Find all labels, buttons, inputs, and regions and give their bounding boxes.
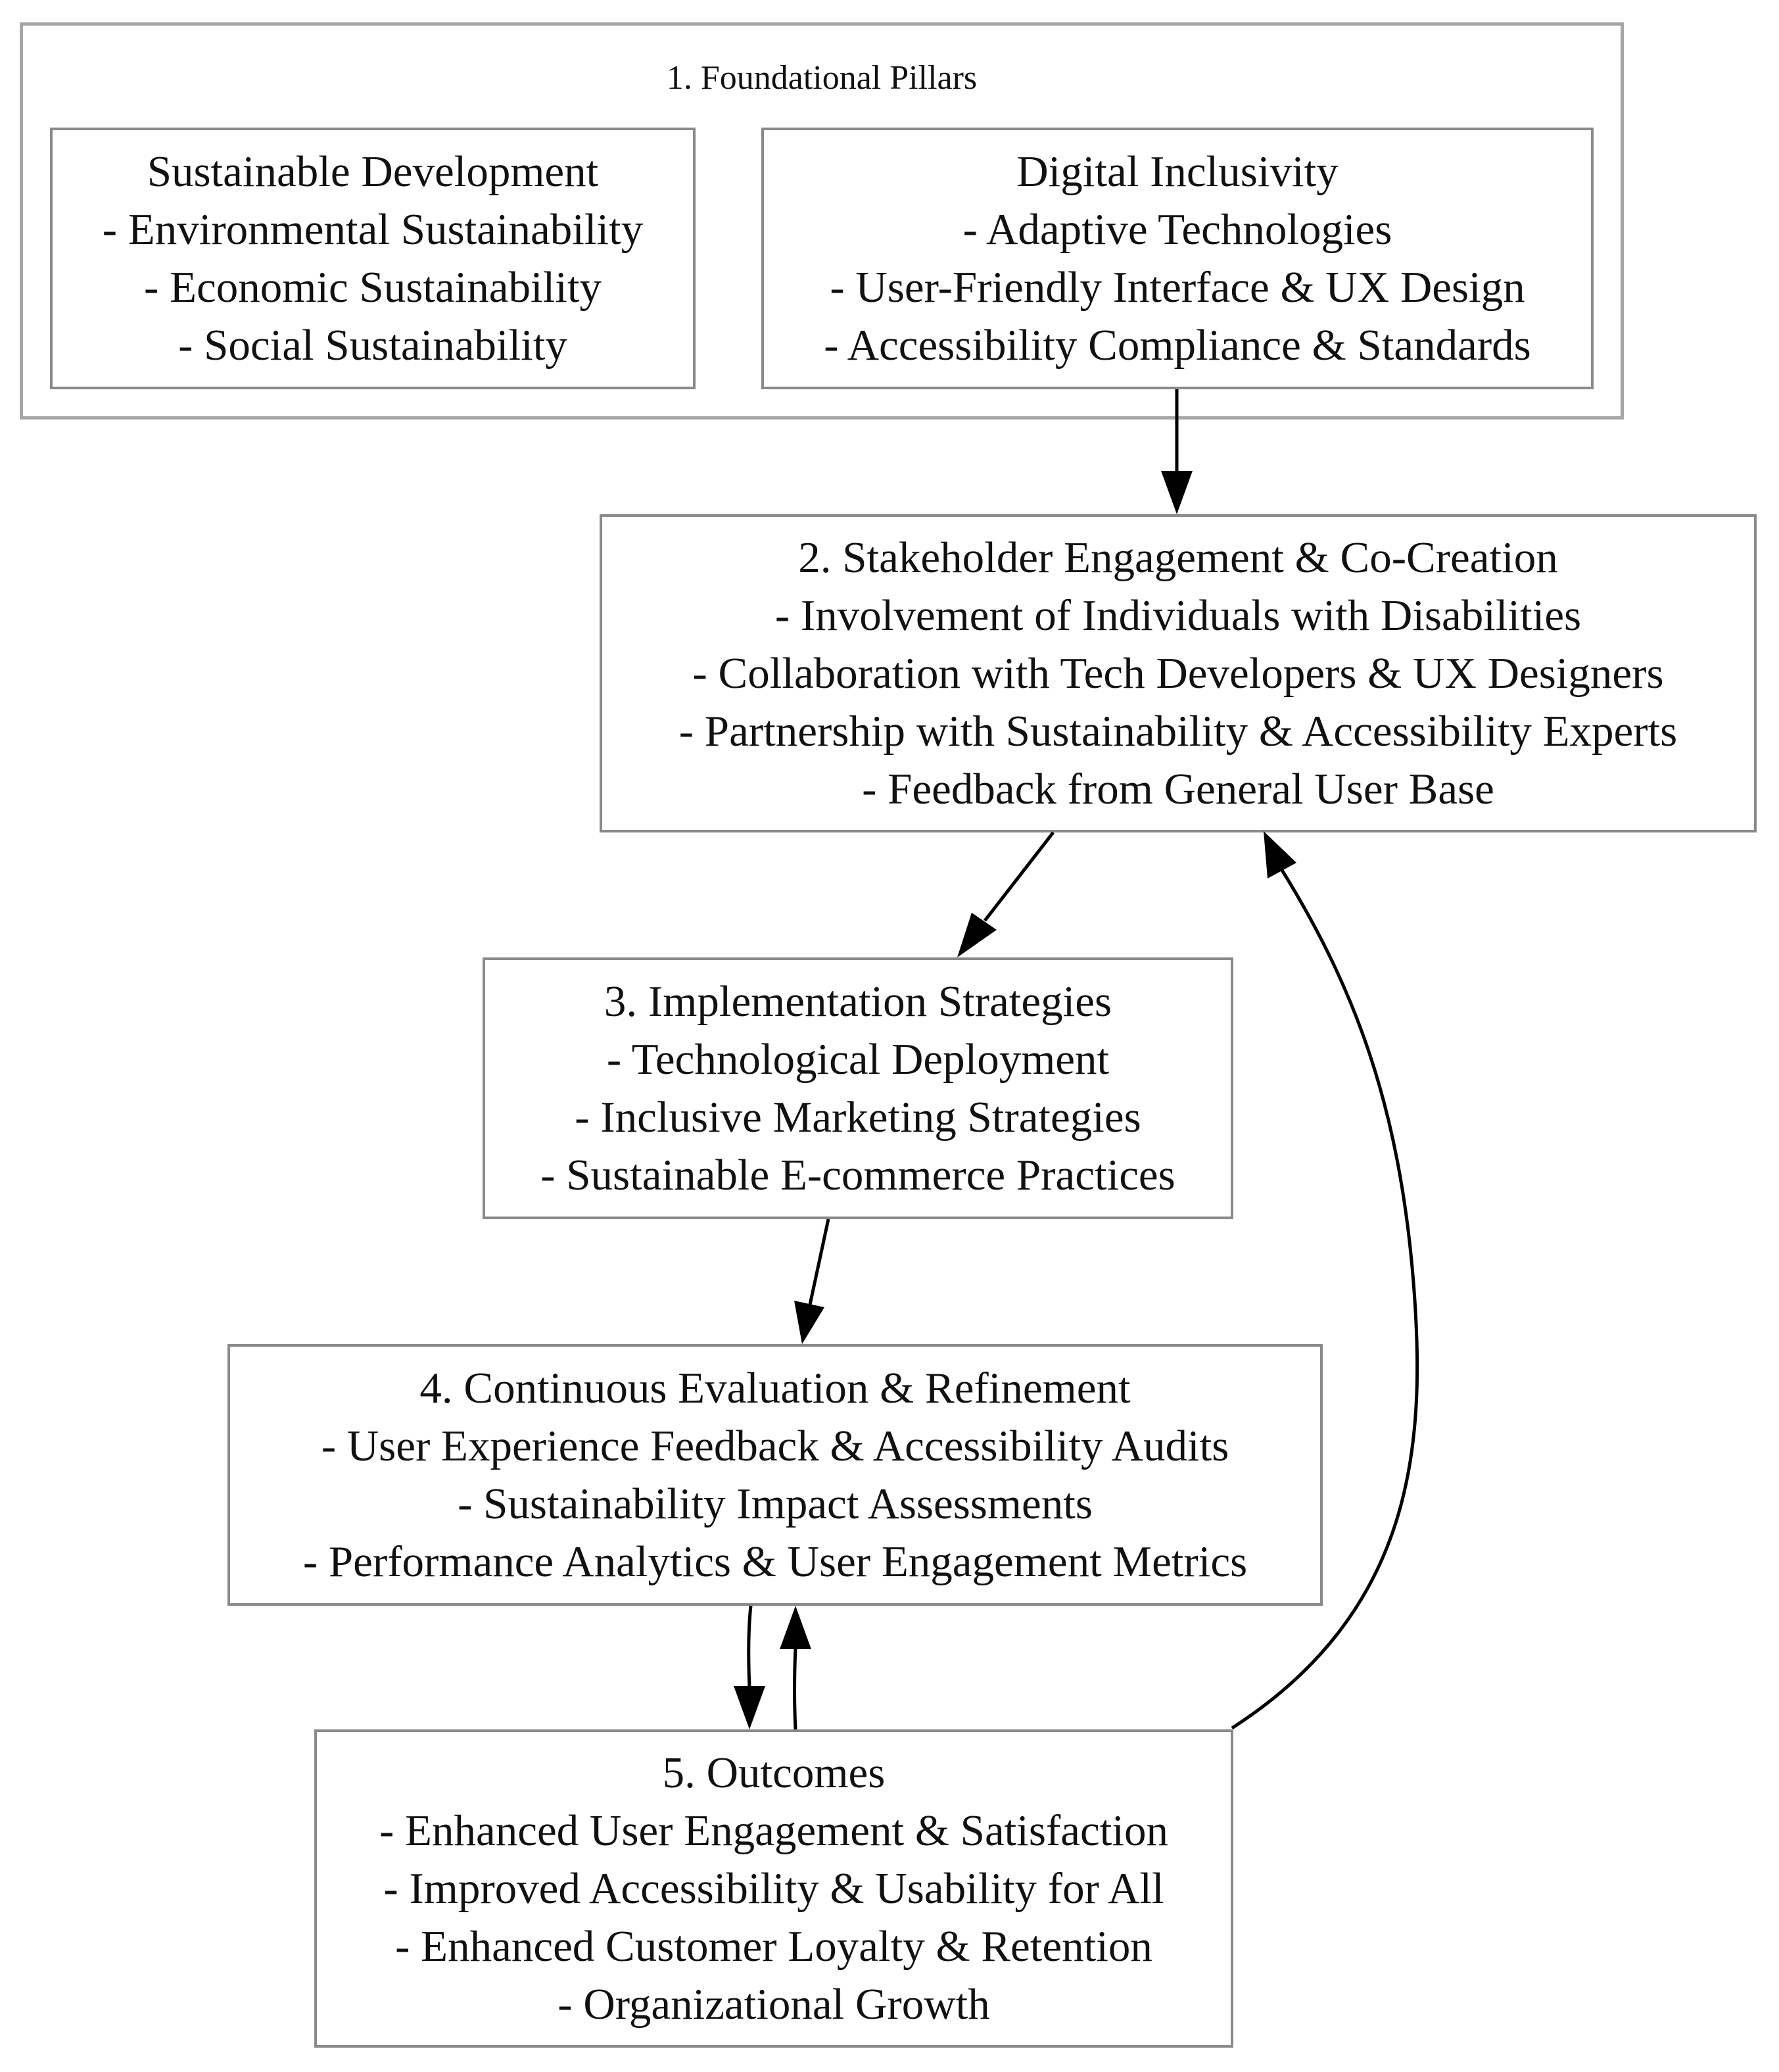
node-item: - Feedback from General User Base (862, 765, 1494, 813)
node-title: 5. Outcomes (662, 1748, 886, 1797)
node-item: - Economic Sustainability (144, 263, 602, 312)
node-item: - Performance Analytics & User Engagemen… (302, 1537, 1248, 1586)
node-item: - User Experience Feedback & Accessibili… (321, 1422, 1229, 1470)
node-item: - Organizational Growth (557, 1980, 990, 2029)
arrowhead-digital-inclusivity-to-stakeholder-engagement (1161, 471, 1193, 514)
node-item: - Improved Accessibility & Usability for… (383, 1864, 1164, 1913)
arrowhead-stakeholder-engagement-to-implementation-strategies (957, 913, 997, 957)
node-item: - Enhanced User Engagement & Satisfactio… (379, 1806, 1168, 1855)
edge-stakeholder-engagement-to-implementation-strategies (984, 831, 1055, 922)
arrowhead-outcomes-to-stakeholder-engagement (1264, 831, 1296, 879)
stakeholder-engagement-node: 2. Stakeholder Engagement & Co-Creation … (600, 514, 1757, 832)
node-item: - Sustainability Impact Assessments (458, 1480, 1093, 1528)
edge-continuous-evaluation-to-outcomes (747, 1605, 753, 1688)
cluster-title: 1. Foundational Pillars (666, 59, 978, 97)
node-item: - Environmental Sustainability (102, 205, 644, 254)
node-item: - Sustainable E-commerce Practices (540, 1151, 1175, 1199)
edge-implementation-strategies-to-continuous-evaluation (808, 1218, 830, 1305)
node-title: 4. Continuous Evaluation & Refinement (419, 1364, 1131, 1412)
node-title: Sustainable Development (147, 147, 599, 196)
node-title: Digital Inclusivity (1016, 147, 1339, 196)
node-item: - Technological Deployment (606, 1035, 1110, 1084)
sustainable-development-node: Sustainable Development - Environmental … (50, 128, 696, 389)
node-item: - Collaboration with Tech Developers & U… (692, 649, 1664, 698)
node-item: - Involvement of Individuals with Disabi… (774, 591, 1582, 640)
node-item: - Adaptive Technologies (962, 205, 1392, 254)
edge-outcomes-to-continuous-evaluation (793, 1647, 797, 1730)
outcomes-node: 5. Outcomes - Enhanced User Engagement &… (314, 1729, 1233, 2048)
node-item: - Partnership with Sustainability & Acce… (678, 707, 1678, 756)
node-item: - Social Sustainability (178, 321, 567, 370)
node-title: 2. Stakeholder Engagement & Co-Creation (798, 533, 1558, 582)
node-item: - Inclusive Marketing Strategies (575, 1093, 1141, 1142)
arrowhead-implementation-strategies-to-continuous-evaluation (794, 1301, 824, 1344)
arrowhead-continuous-evaluation-to-outcomes (734, 1686, 765, 1729)
implementation-strategies-node: 3. Implementation Strategies - Technolog… (483, 957, 1233, 1219)
arrowhead-outcomes-to-continuous-evaluation (780, 1606, 811, 1649)
node-item: - User-Friendly Interface & UX Design (830, 263, 1525, 312)
node-item: - Enhanced Customer Loyalty & Retention (395, 1922, 1152, 1971)
node-title: 3. Implementation Strategies (604, 977, 1112, 1026)
node-item: - Accessibility Compliance & Standards (824, 321, 1531, 370)
continuous-evaluation-node: 4. Continuous Evaluation & Refinement - … (227, 1344, 1323, 1606)
digital-inclusivity-node: Digital Inclusivity - Adaptive Technolog… (761, 128, 1594, 389)
